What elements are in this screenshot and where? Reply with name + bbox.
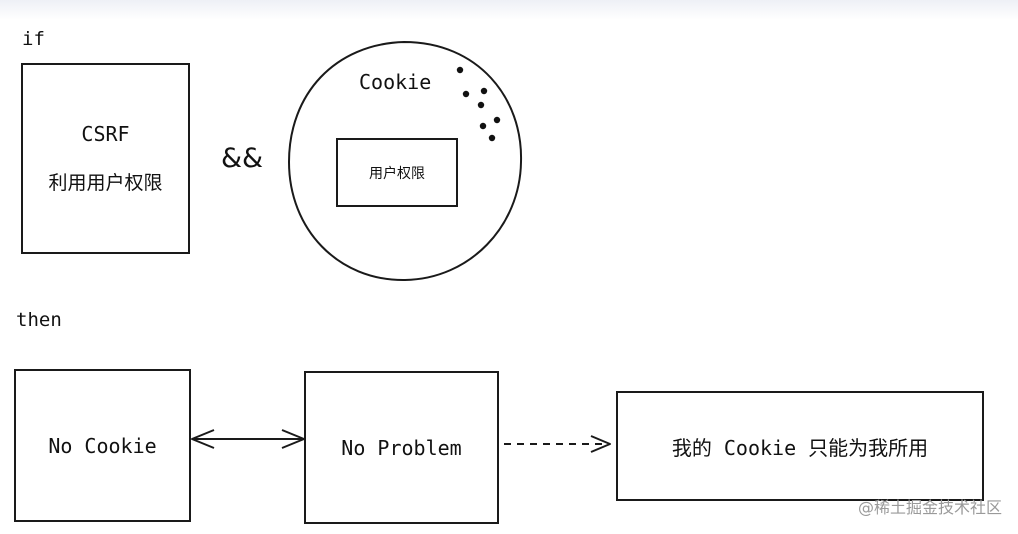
cookie-label: Cookie <box>359 70 432 94</box>
user-permission-text: 用户权限 <box>369 165 425 182</box>
top-band <box>0 0 1018 20</box>
no-problem-text: No Problem <box>341 435 462 460</box>
no-cookie-box: No Cookie <box>14 369 191 522</box>
cookie-crumb <box>477 101 485 109</box>
if-label: if <box>22 28 45 50</box>
cookie-crumb <box>456 66 464 74</box>
arrow-head-left <box>191 429 215 449</box>
cookie-crumb <box>479 122 487 130</box>
cookie-crumb <box>462 90 470 98</box>
user-permission-box: 用户权限 <box>336 138 458 207</box>
csrf-box: CSRF 利用用户权限 <box>21 63 190 254</box>
watermark: @稀土掘金技术社区 <box>857 498 1002 517</box>
csrf-title: CSRF <box>81 122 130 146</box>
dashed-arrow-head <box>590 435 611 453</box>
cookie-circle <box>287 40 523 282</box>
cookie-crumb <box>493 116 501 124</box>
csrf-subtitle: 利用用户权限 <box>48 172 163 194</box>
cookie-crumb <box>488 134 496 142</box>
result-box: 我的 Cookie 只能为我所用 <box>616 391 984 501</box>
no-cookie-text: No Cookie <box>48 433 157 458</box>
and-operator: && <box>221 143 264 174</box>
result-text: 我的 Cookie 只能为我所用 <box>671 435 929 460</box>
then-label: then <box>16 309 62 331</box>
cookie-crumb <box>480 87 488 95</box>
no-problem-box: No Problem <box>304 371 499 524</box>
